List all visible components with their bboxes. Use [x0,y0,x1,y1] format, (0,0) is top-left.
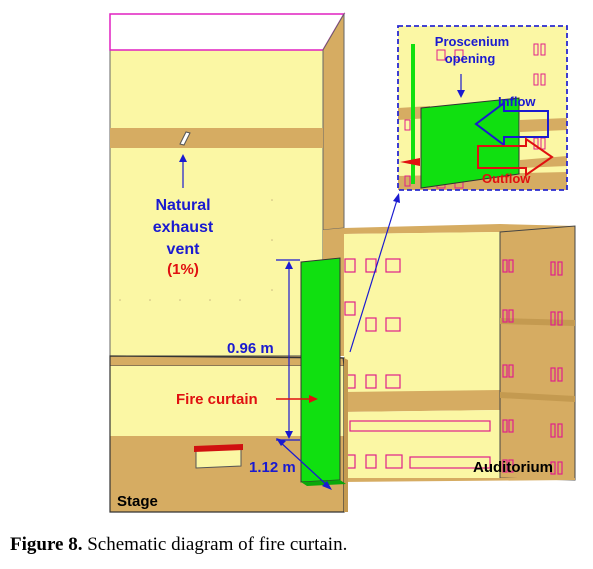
natural-exhaust-vent [179,131,191,146]
inflow-label: Inflow [498,94,536,109]
dimension-096-label: 0.96 m [227,340,274,357]
figure-caption: Figure 8. Schematic diagram of fire curt… [10,534,590,556]
dimension-112 [278,440,330,488]
catwalk-band [110,128,323,148]
proscenium-label-1: Proscenium [435,34,509,49]
inflow-arrow [474,101,549,147]
exhaust-vent-callout [179,154,187,188]
auditorium-block [340,224,576,482]
stage-label: Stage [117,493,158,510]
natural-exhaust-label-2: exhaust [153,219,214,236]
auditorium-label: Auditorium [473,459,553,476]
prop-fire-source [194,444,243,452]
fire-curtain-label: Fire curtain [176,391,258,408]
auditorium-windows [344,258,563,475]
natural-exhaust-label-1: Natural [155,197,210,214]
fire-curtain-panel [300,257,341,483]
dimension-112-label: 1.12 m [249,459,296,476]
proscenium-label-2: opening [445,51,496,66]
outflow-label: Outflow [482,171,531,186]
stage-tower [109,12,346,357]
inset-leader-line [349,199,398,353]
natural-exhaust-percent: (1%) [167,261,199,278]
natural-exhaust-label-3: vent [167,241,201,258]
proscenium-inset [397,25,568,191]
figure-number: Figure 8. [10,534,83,555]
stage-box [109,355,348,513]
outflow-arrow [477,137,554,177]
figure-caption-text: Schematic diagram of fire curtain. [87,534,348,555]
